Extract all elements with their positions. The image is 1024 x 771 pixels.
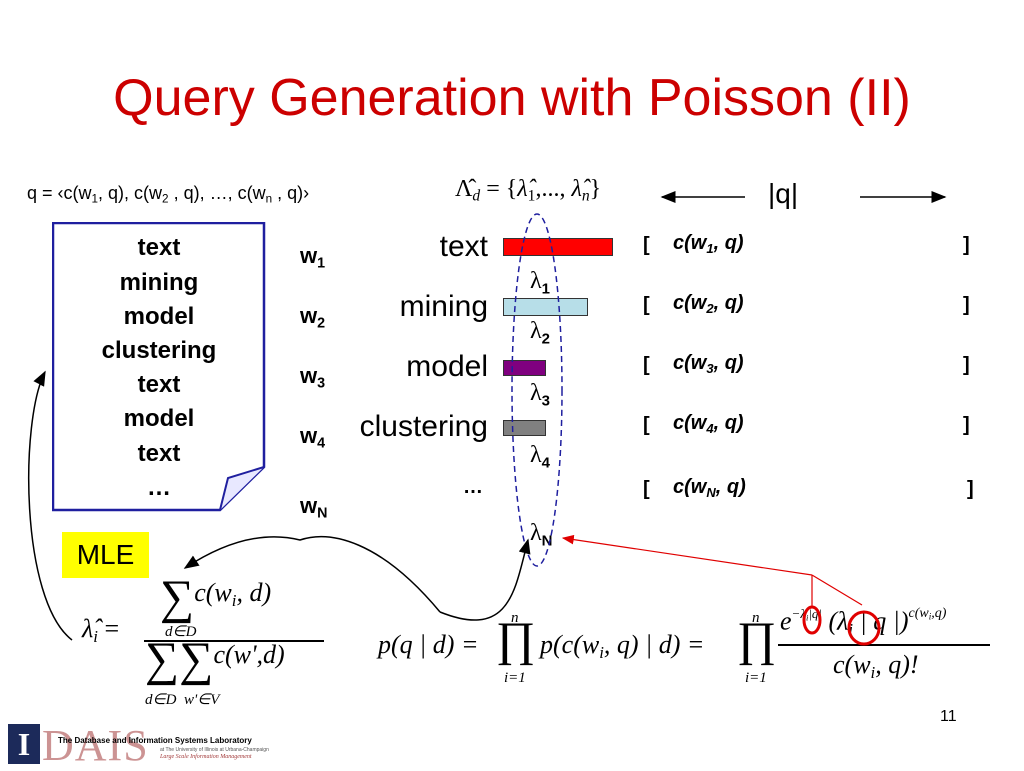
logo-tagline: Large Scale Information Management xyxy=(160,754,252,760)
count-label: c(w3, q) xyxy=(673,352,744,376)
vocab-word: text xyxy=(439,230,488,263)
lambda-label: λ4 xyxy=(530,442,550,472)
slide-title: Query Generation with Poisson (II) xyxy=(113,69,911,127)
bracket-open: [ xyxy=(643,414,650,436)
vocab-word: model xyxy=(406,350,488,383)
logo-name: The Database and Information Systems Lab… xyxy=(58,736,252,745)
curved-arrow-to-lambda-n xyxy=(439,538,531,621)
bracket-close: ] xyxy=(963,294,970,316)
doc-word: … xyxy=(147,474,171,501)
mle-numerator: ∑c(wi, d) xyxy=(160,571,272,624)
count-label: c(w4, q) xyxy=(673,412,744,436)
mle-lhs: λ̂i = xyxy=(82,614,120,647)
bracket-open: [ xyxy=(643,294,650,316)
probability-bar xyxy=(503,360,546,376)
lambda-label: λ3 xyxy=(530,380,550,410)
doc-word: text xyxy=(137,234,181,261)
page-number: 11 xyxy=(940,708,957,725)
bracket-open: [ xyxy=(643,478,650,500)
probability-bar xyxy=(503,298,588,316)
lambda-set-formula: Λ̂d = {λ̂1,..., λ̂n} xyxy=(455,176,602,205)
query-vector: q = ‹c(w1, q), c(w2 , q), …, c(wn , q)› xyxy=(27,183,310,206)
query-length-label: |q| xyxy=(768,178,799,209)
product-upper: n xyxy=(752,610,760,626)
mle-label: MLE xyxy=(62,532,149,578)
logo-affiliation: at The University of Illinois at Urbana-… xyxy=(160,747,269,753)
doc-word: text xyxy=(137,440,181,467)
likelihood-middle: p(c(wi, q) | d) = xyxy=(540,630,705,663)
count-label: c(w1, q) xyxy=(673,232,744,256)
sum-index: d∈D xyxy=(145,692,177,708)
bracket-open: [ xyxy=(643,354,650,376)
lambda-label: λ2 xyxy=(530,318,550,348)
word-index: w3 xyxy=(300,363,326,392)
poisson-denominator: c(wi, q)! xyxy=(833,650,919,683)
lambda-label: λ1 xyxy=(530,268,550,298)
word-index: wN xyxy=(300,493,328,522)
sum-index: w'∈V xyxy=(184,692,220,708)
red-connector xyxy=(811,574,863,606)
fraction-bar xyxy=(778,644,990,646)
lambda-label: λN xyxy=(530,520,553,550)
bracket-open: [ xyxy=(643,234,650,256)
mle-denominator: ∑∑c(w',d) xyxy=(145,633,285,686)
doc-word: model xyxy=(123,405,195,432)
document-box: text mining model clustering text model … xyxy=(52,222,266,512)
dais-logo: I DAIS The Database and Information Syst… xyxy=(8,721,298,770)
word-index: w2 xyxy=(300,303,326,332)
fraction-bar xyxy=(144,640,324,642)
product-upper: n xyxy=(511,610,519,626)
doc-word: model xyxy=(123,303,195,330)
word-index: w1 xyxy=(300,243,326,272)
vocab-word: mining xyxy=(399,290,488,323)
doc-word: text xyxy=(137,371,181,398)
count-label: c(w2, q) xyxy=(673,292,744,316)
likelihood-lhs: p(q | d) = xyxy=(378,630,479,659)
sum-index: d∈D xyxy=(165,624,197,640)
poisson-numerator: e−λi|q| (λi | q |)c(wi,q) xyxy=(780,606,947,639)
red-arrow xyxy=(561,534,813,576)
product-symbol: ∏ xyxy=(737,613,777,666)
illinois-i-icon: I xyxy=(8,724,40,764)
vocab-word: … xyxy=(463,476,483,498)
bracket-close: ] xyxy=(963,414,970,436)
product-symbol: ∏ xyxy=(496,613,536,666)
bracket-close: ] xyxy=(963,234,970,256)
bracket-close: ] xyxy=(967,478,974,500)
probability-bar xyxy=(503,238,613,256)
probability-bar xyxy=(503,420,546,436)
bracket-close: ] xyxy=(963,354,970,376)
count-label: c(wN, q) xyxy=(673,476,746,500)
document-shape xyxy=(52,222,266,512)
product-lower: i=1 xyxy=(504,670,526,686)
dais-mark: DAIS xyxy=(42,721,149,770)
doc-word: mining xyxy=(119,269,199,296)
doc-word: clustering xyxy=(101,337,217,364)
vocab-word: clustering xyxy=(359,410,488,443)
word-index: w4 xyxy=(300,423,326,452)
product-lower: i=1 xyxy=(745,670,767,686)
